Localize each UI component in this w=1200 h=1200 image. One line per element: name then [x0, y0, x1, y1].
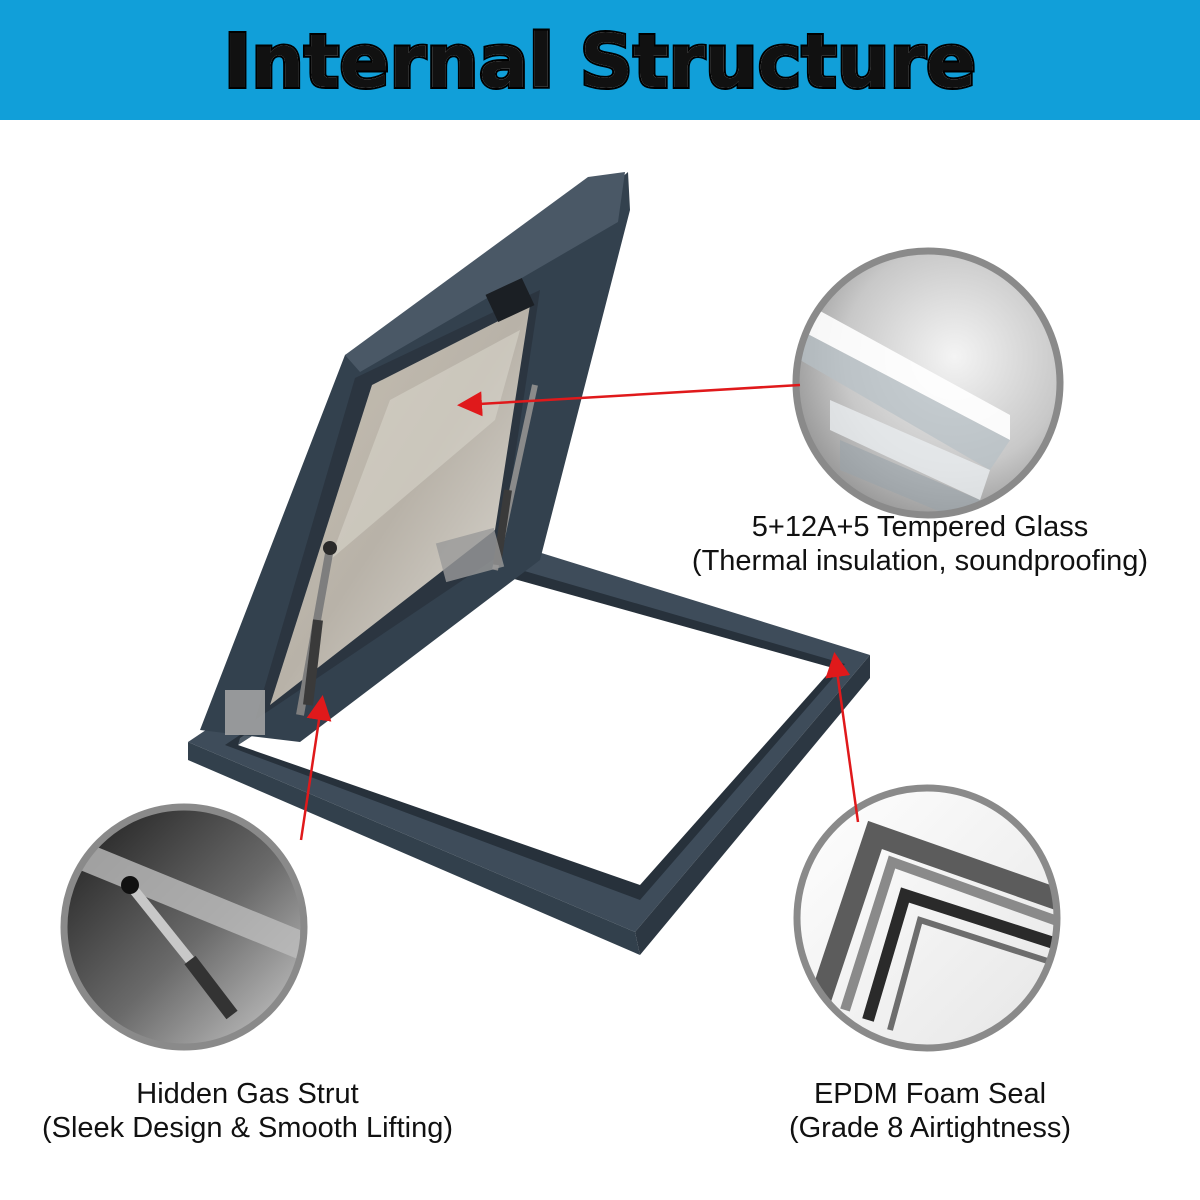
seal-caption-subtitle: (Grade 8 Airtightness)	[788, 1112, 1072, 1144]
glass-closeup	[792, 247, 1064, 519]
strut-caption-title: Hidden Gas Strut	[136, 1078, 359, 1110]
seal-caption: EPDM Foam Seal (Grade 8 Airtightness)	[755, 1077, 1105, 1145]
glass-caption: 5+12A+5 Tempered Glass (Thermal insulati…	[640, 510, 1200, 578]
glass-caption-subtitle: (Thermal insulation, soundproofing)	[691, 545, 1149, 577]
glass-arrow	[457, 383, 801, 417]
glass-caption-title: 5+12A+5 Tempered Glass	[751, 511, 1089, 543]
strut-caption-subtitle: (Sleek Design & Smooth Lifting)	[41, 1112, 454, 1144]
strut-closeup	[60, 803, 308, 1051]
title-banner	[0, 0, 1200, 120]
strut-caption: Hidden Gas Strut (Sleek Design & Smooth …	[0, 1077, 495, 1145]
seal-arrow	[825, 652, 860, 823]
gas-strut	[225, 384, 538, 735]
page-title: Internal Structure	[222, 17, 978, 107]
callout-arrows	[299, 383, 860, 841]
seal-closeup	[793, 784, 1061, 1052]
strut-arrow	[299, 695, 332, 841]
seal-caption-title: EPDM Foam Seal	[813, 1078, 1047, 1110]
